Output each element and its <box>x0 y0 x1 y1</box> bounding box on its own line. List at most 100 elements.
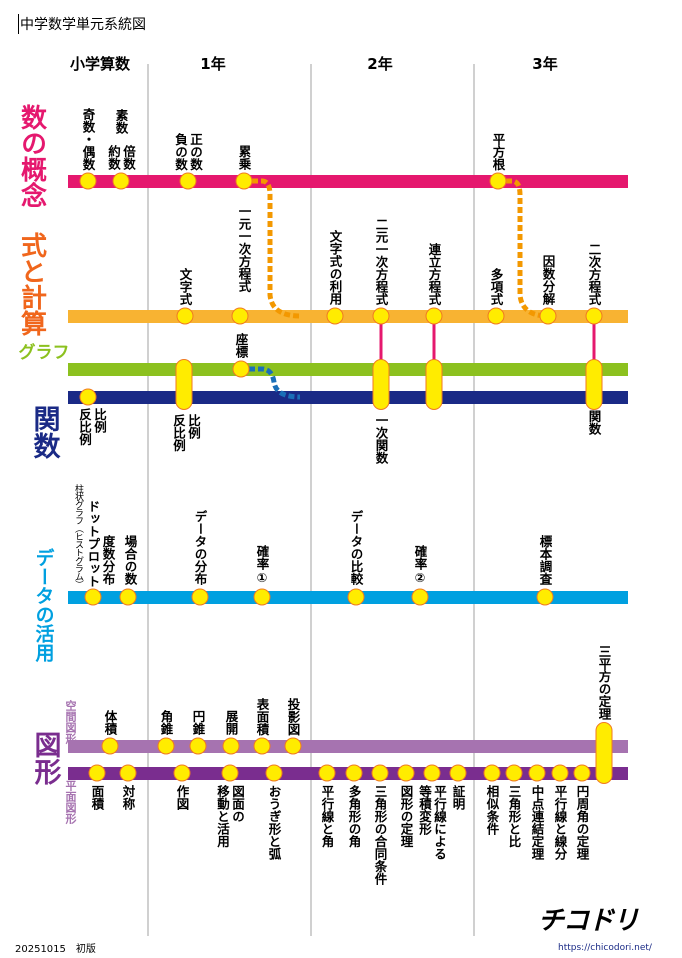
unit-label: 図形の定理 <box>398 785 414 848</box>
unit-label: 体積 <box>102 710 118 735</box>
unit-label: 一元一次方程式 <box>236 204 252 293</box>
unit-label: 面積 <box>89 785 105 810</box>
unit-node <box>483 764 501 782</box>
unit-node <box>573 764 591 782</box>
unit-node <box>84 588 102 606</box>
column-header-grade3: 3年 <box>532 55 558 73</box>
unit-label: 表面積 <box>254 697 270 736</box>
unit-label: 中点連結定理 <box>529 785 545 860</box>
row-title-expression: 式と計算 <box>16 232 47 336</box>
column-divider <box>473 64 475 936</box>
unit-label: データの分布 <box>192 510 208 585</box>
unit-pill <box>175 359 193 410</box>
unit-node <box>176 307 194 325</box>
logo: チコドリ <box>538 906 639 936</box>
column-header-grade2: 2年 <box>367 55 393 73</box>
unit-label: 対称 <box>120 785 136 810</box>
unit-label: 文字式の利用 <box>327 230 343 305</box>
unit-node <box>487 307 505 325</box>
unit-node <box>449 764 467 782</box>
unit-label: 角錐 <box>158 710 174 735</box>
link-line <box>592 318 596 366</box>
unit-label: 展開 <box>223 710 239 735</box>
unit-label: 平行線による 等積変形 <box>417 785 447 860</box>
unit-node <box>551 764 569 782</box>
unit-node <box>157 737 175 755</box>
page-title: 中学数学単元系統図 <box>18 14 146 34</box>
unit-node <box>411 588 429 606</box>
unit-label: 平行線と角 <box>319 785 335 848</box>
unit-label: 三角形の合同条件 <box>372 785 388 885</box>
unit-node <box>235 172 253 190</box>
unit-node <box>326 307 344 325</box>
unit-node <box>253 737 271 755</box>
unit-node <box>539 307 557 325</box>
unit-label: 柱状グラフ（ヒストグラム） <box>73 484 83 588</box>
line-space-shape <box>68 740 628 753</box>
unit-label: 円錐 <box>190 710 206 735</box>
unit-node <box>528 764 546 782</box>
row-title-data: データの活用 <box>32 548 55 662</box>
row-title-shape: 図形 <box>29 731 61 785</box>
column-divider <box>310 64 312 936</box>
connector-coordinate-to-function <box>249 366 301 400</box>
column-header-grade1: 1年 <box>200 55 226 73</box>
unit-node <box>179 172 197 190</box>
unit-node <box>397 764 415 782</box>
unit-node <box>119 588 137 606</box>
unit-pill <box>372 359 390 410</box>
unit-label: 二次方程式 <box>586 242 602 306</box>
unit-node <box>191 588 209 606</box>
unit-label: 一次関数 <box>373 414 389 464</box>
unit-label: おうぎ形と弧 <box>266 785 282 860</box>
unit-label: 図面の 移動と活用 <box>215 785 245 848</box>
unit-label: ドットプロット <box>85 500 101 588</box>
unit-node <box>489 172 507 190</box>
unit-label: 座標 <box>233 333 249 358</box>
unit-label: 平方根 <box>490 132 506 171</box>
unit-node <box>536 588 554 606</box>
unit-node <box>425 307 443 325</box>
unit-node <box>112 172 130 190</box>
unit-node <box>318 764 336 782</box>
connector-root-to-factor <box>506 178 549 319</box>
unit-node <box>585 307 603 325</box>
unit-label: 多項式 <box>488 267 504 306</box>
unit-label: 円周角の定理 <box>574 785 590 860</box>
unit-label: 比例 反比例 <box>77 408 107 446</box>
unit-node <box>101 737 119 755</box>
column-divider <box>147 64 149 936</box>
unit-node <box>232 360 250 378</box>
row-title-function: 関数 <box>28 405 60 459</box>
unit-label: 関数 <box>586 410 602 435</box>
unit-label: 累乗 <box>236 145 252 170</box>
unit-node <box>505 764 523 782</box>
unit-pill <box>595 722 613 784</box>
unit-label: 比例 反比例 <box>171 414 201 452</box>
link-line <box>432 318 436 366</box>
edition-note: 20251015 初版 <box>15 944 96 955</box>
unit-node <box>265 764 283 782</box>
link-line <box>379 318 383 366</box>
unit-node <box>372 307 390 325</box>
unit-node <box>79 172 97 190</box>
unit-node <box>347 588 365 606</box>
unit-label: 標本調査 <box>537 535 553 585</box>
line-number <box>68 175 628 188</box>
unit-node <box>423 764 441 782</box>
unit-node <box>221 764 239 782</box>
site-url[interactable]: https://chicodori.net/ <box>558 943 652 953</box>
column-header-elementary: 小学算数 <box>69 55 131 73</box>
unit-pill <box>585 359 603 410</box>
unit-label: 多角形の角 <box>346 785 362 848</box>
row-subtitle-space: 空間図形 <box>64 700 77 744</box>
unit-label: 投影図 <box>285 697 301 736</box>
unit-node <box>173 764 191 782</box>
unit-label: データの比較 <box>348 510 364 585</box>
unit-label: 二元一次方程式 <box>373 217 389 306</box>
unit-pill <box>425 359 443 410</box>
unit-label: 文字式 <box>177 267 193 306</box>
unit-label: 素数 <box>113 109 129 134</box>
